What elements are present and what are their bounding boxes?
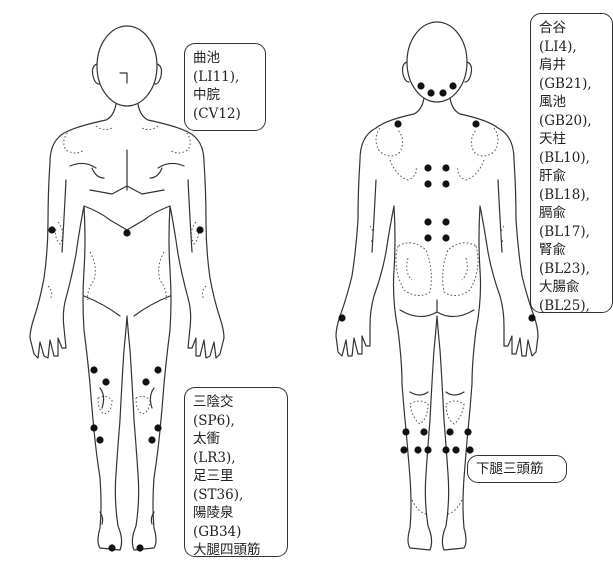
acupoint-dot [402,428,409,435]
acupoint-dot [48,226,55,233]
label-line: (CV12) [193,105,257,124]
acupoint-dot [452,446,459,453]
acupoint-dot [446,428,453,435]
acupoint-dot [123,229,130,236]
label-line: 太衝 [193,430,279,449]
acupoint-dot [442,234,449,241]
acupoint-dot [90,366,97,373]
acupoint-dot [472,120,479,127]
acupoint-dot [466,446,473,453]
label-line: (LI4), [539,38,604,57]
acupoint-dot [414,446,421,453]
label-line: (LR3), [193,449,279,468]
acupoint-dot [442,180,449,187]
back-acupoints [338,82,535,453]
acupoint-dot [528,314,535,321]
acupoint-dot [196,226,203,233]
label-line: (GB34) [193,523,279,542]
acupoint-dot [154,366,161,373]
label-line: (BL25), [539,297,604,316]
label-line: (SP6), [193,412,279,431]
acupoint-dot [464,428,471,435]
acupoint-dot [142,378,149,385]
back-lower-muscle-label-box: 下腿三頭筋 [467,455,567,483]
acupoint-dot [154,424,161,431]
acupoint-dot [136,544,143,551]
acupoint-dot [417,82,424,89]
label-line: 風池 [539,93,604,112]
label-line: 陽陵泉 [193,504,279,523]
label-line: 腎兪 [539,241,604,260]
label-line: 三陰交 [193,393,279,412]
label-line: 天柱 [539,130,604,149]
back-head [407,22,467,102]
acupoint-dot [96,436,103,443]
acupoint-dot [424,446,431,453]
acupoint-dot [424,218,431,225]
front-upper-acupoint-label-box: 曲池 (LI11), 中脘 (CV12) [184,43,266,131]
acupoint-dot [108,544,115,551]
label-line: (GB21), [539,75,604,94]
acupoint-dot [148,436,155,443]
label-line: 足三里 [193,467,279,486]
label-line: (GB20), [539,112,604,131]
acupoint-dot [442,446,449,453]
label-line: (BL17), [539,223,604,242]
acupoint-dot [102,378,109,385]
acupoint-dot [400,446,407,453]
acupoint-dot [420,428,427,435]
acupoint-dot [442,164,449,171]
label-line: 中脘 [193,86,257,105]
back-upper-acupoint-label-box: 合谷 (LI4), 肩井 (GB21), 風池 (GB20), 天柱 (BL10… [530,13,613,313]
acupoint-dot [424,234,431,241]
acupoint-dot [439,89,446,96]
acupoint-dot [394,120,401,127]
acupoint-dot [424,164,431,171]
label-line: (BL23), [539,260,604,279]
label-line: 大腿四頭筋 [193,541,279,560]
label-line: 大腸兪 [539,278,604,297]
acupoint-dot [449,82,456,89]
acupoint-dot [427,89,434,96]
label-line: 曲池 [193,49,257,68]
front-lower-acupoint-label-box: 三陰交 (SP6), 太衝 (LR3), 足三里 (ST36), 陽陵泉 (GB… [184,387,288,557]
acupoint-dot [90,424,97,431]
label-line: 合谷 [539,19,604,38]
label-line: (BL18), [539,186,604,205]
acupoint-dot [442,218,449,225]
label-line: 肝兪 [539,167,604,186]
label-line: 膈兪 [539,204,604,223]
label-line: (LI11), [193,68,257,87]
front-head [97,26,157,106]
acupoint-dot [424,180,431,187]
label-line: 肩井 [539,56,604,75]
acupoint-dot [338,314,345,321]
label-line: (ST36), [193,486,279,505]
label-line: 下腿三頭筋 [476,460,558,479]
label-line: (BL10), [539,149,604,168]
